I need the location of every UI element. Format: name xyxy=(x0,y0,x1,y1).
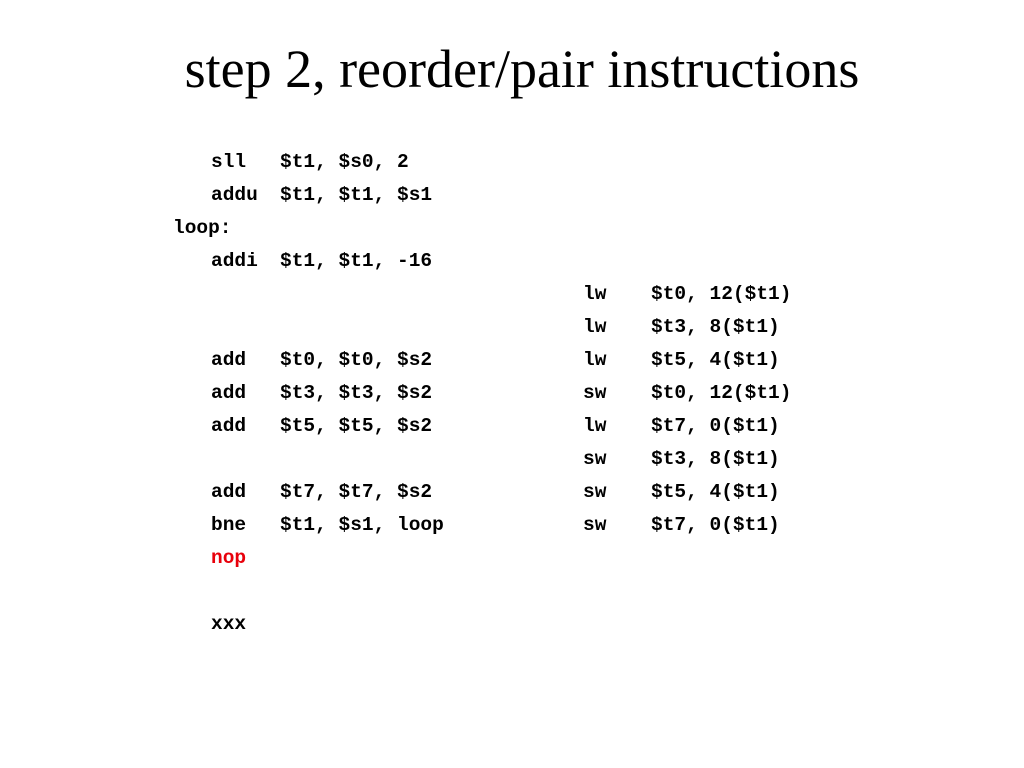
code-opcode: add xyxy=(211,382,247,404)
code-operands-paired: $t3, 8($t1) xyxy=(651,448,780,470)
slide-title: step 2, reorder/pair instructions xyxy=(184,39,860,99)
code-line xyxy=(0,575,1024,608)
code-opcode-paired: sw xyxy=(583,382,607,404)
code-operands: $t1, $s1, loop xyxy=(280,514,444,536)
code-opcode-paired: lw xyxy=(583,283,607,305)
code-line: bne $t1, $s1, loop sw $t7, 0($t1) xyxy=(0,509,1024,542)
code-operands-paired: $t5, 4($t1) xyxy=(651,349,780,371)
code-operands: $t1, $t1, $s1 xyxy=(280,184,433,206)
code-operands-paired: $t5, 4($t1) xyxy=(651,481,780,503)
code-line: loop: xyxy=(0,212,1024,245)
code-operands: $t7, $t7, $s2 xyxy=(280,481,433,503)
code-operands: $t1, $t1, -16 xyxy=(280,250,433,272)
code-line: add $t5, $t5, $s2 lw $t7, 0($t1) xyxy=(0,410,1024,443)
code-label: loop: xyxy=(173,217,232,239)
code-opcode-paired: sw xyxy=(583,448,607,470)
code-line: lw $t3, 8($t1) xyxy=(0,311,1024,344)
code-operands: $t0, $t0, $s2 xyxy=(280,349,433,371)
code-opcode: addu xyxy=(211,184,258,206)
code-operands-paired: $t7, 0($t1) xyxy=(651,514,780,536)
code-line: add $t3, $t3, $s2 sw $t0, 12($t1) xyxy=(0,377,1024,410)
code-line: add $t7, $t7, $s2 sw $t5, 4($t1) xyxy=(0,476,1024,509)
code-line: xxx xyxy=(0,608,1024,641)
code-line: lw $t0, 12($t1) xyxy=(0,278,1024,311)
code-opcode: xxx xyxy=(211,613,247,635)
code-opcode-paired: lw xyxy=(583,349,607,371)
code-operands-paired: $t0, 12($t1) xyxy=(651,382,792,404)
code-operands-paired: $t7, 0($t1) xyxy=(651,415,780,437)
code-opcode-nop: nop xyxy=(211,547,247,569)
code-opcode: addi xyxy=(211,250,258,272)
code-operands-paired: $t3, 8($t1) xyxy=(651,316,780,338)
code-opcode: bne xyxy=(211,514,247,536)
code-opcode: add xyxy=(211,415,247,437)
code-operands: $t5, $t5, $s2 xyxy=(280,415,433,437)
code-line-nop: nop xyxy=(0,542,1024,575)
code-line: add $t0, $t0, $s2 lw $t5, 4($t1) xyxy=(0,344,1024,377)
code-opcode: add xyxy=(211,481,247,503)
code-opcode-paired: sw xyxy=(583,514,607,536)
code-line: sll $t1, $s0, 2 xyxy=(0,146,1024,179)
code-operands-paired: $t0, 12($t1) xyxy=(651,283,792,305)
code-operands: $t3, $t3, $s2 xyxy=(280,382,433,404)
code-operands: $t1, $s0, 2 xyxy=(280,151,409,173)
code-opcode-paired: sw xyxy=(583,481,607,503)
code-opcode-paired: lw xyxy=(583,415,607,437)
code-line: addi $t1, $t1, -16 xyxy=(0,245,1024,278)
code-line: addu $t1, $t1, $s1 xyxy=(0,179,1024,212)
code-opcode: sll xyxy=(211,151,247,173)
code-opcode-paired: lw xyxy=(583,316,607,338)
code-line: sw $t3, 8($t1) xyxy=(0,443,1024,476)
code-opcode: add xyxy=(211,349,247,371)
